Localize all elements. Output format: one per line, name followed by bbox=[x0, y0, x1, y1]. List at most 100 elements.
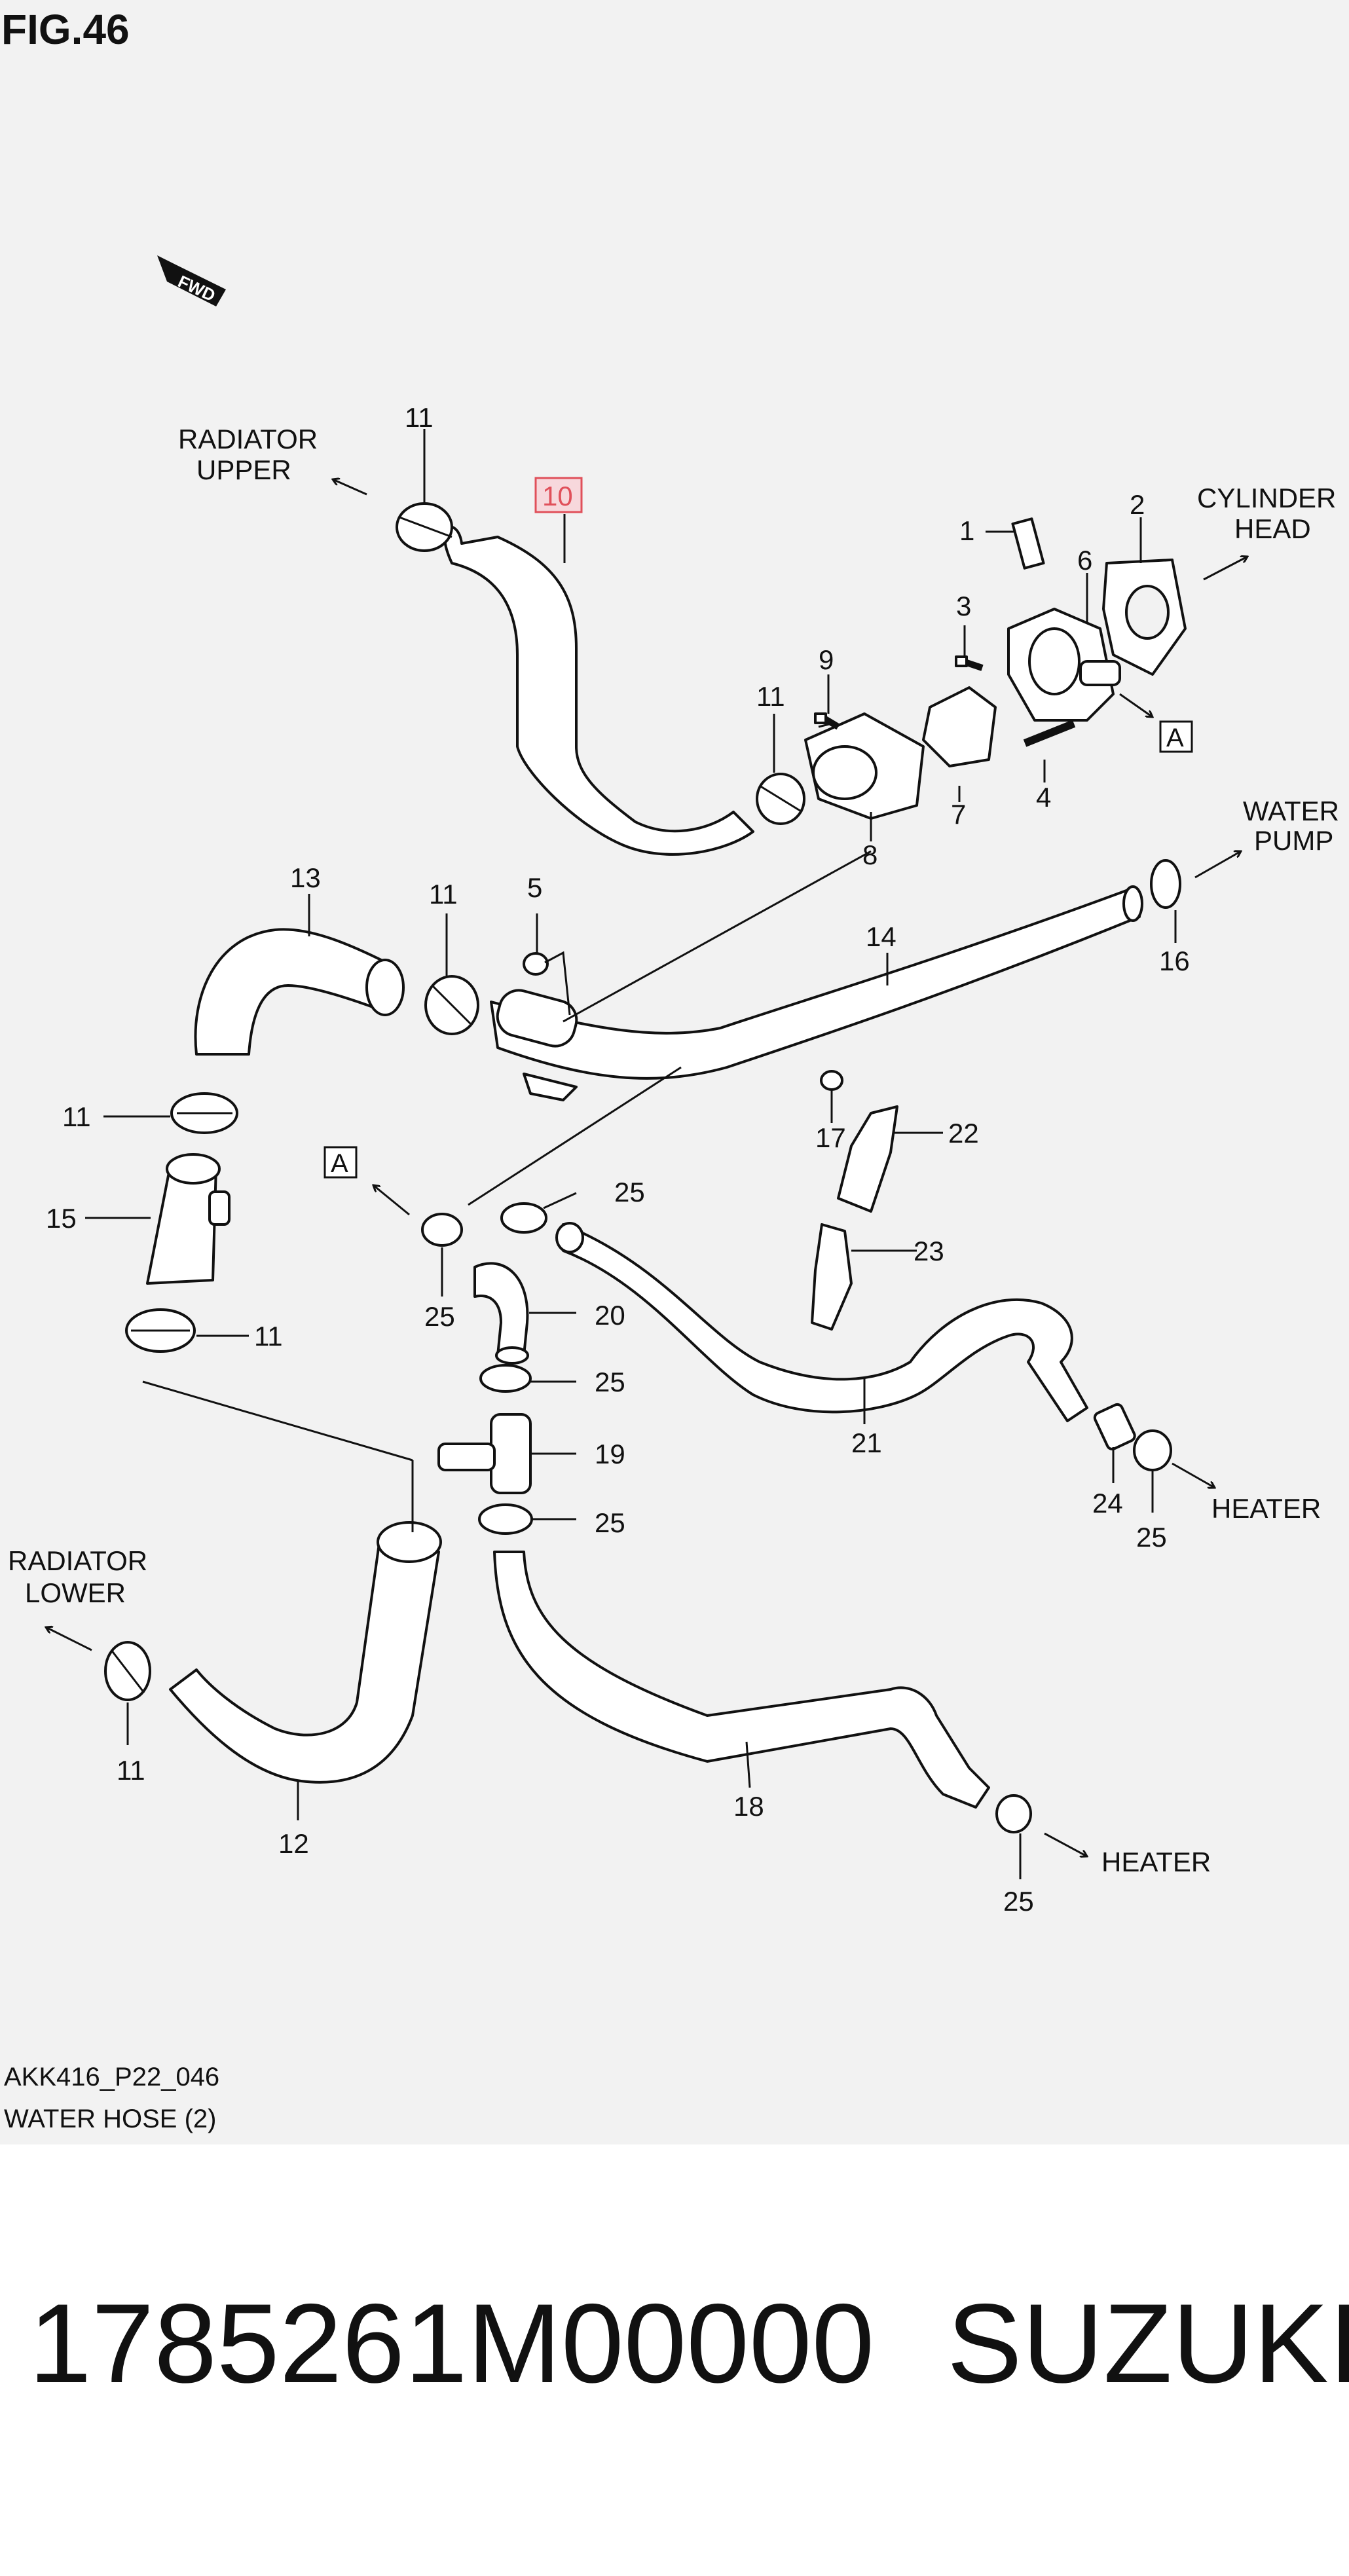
joint-19 bbox=[437, 1413, 532, 1494]
pipe-15-end bbox=[166, 1153, 221, 1185]
dest-heater-1: HEATER bbox=[1211, 1493, 1321, 1524]
upper-radiator-hose bbox=[443, 525, 754, 856]
bracket-22 bbox=[837, 1105, 898, 1213]
pipe-15-nipple bbox=[208, 1190, 231, 1226]
hose-13-end bbox=[365, 959, 405, 1016]
ref-a-2: A bbox=[331, 1149, 348, 1178]
water-pipe-14 bbox=[490, 889, 1141, 1080]
hose-21-end bbox=[555, 1222, 584, 1253]
leader-lines bbox=[85, 429, 1177, 1879]
callout-10: 10 bbox=[542, 481, 573, 511]
callout-6: 6 bbox=[1077, 545, 1092, 576]
stud-4 bbox=[1023, 720, 1076, 747]
callout-11: 11 bbox=[405, 402, 434, 433]
callout-8: 8 bbox=[862, 839, 878, 870]
ref-a-box-2 bbox=[323, 1146, 358, 1179]
clamp-11-top bbox=[396, 502, 453, 552]
callout-11: 11 bbox=[62, 1101, 91, 1132]
callout-19: 19 bbox=[595, 1439, 625, 1469]
dest-cylinder-head-2: HEAD bbox=[1234, 513, 1311, 544]
callout-10-highlight bbox=[534, 477, 583, 513]
hose-12-end bbox=[377, 1521, 442, 1563]
parts-diagram-panel: FIG.46 FWD bbox=[0, 0, 1349, 2144]
brand-name: SUZUKI bbox=[947, 2281, 1349, 2406]
clamp-25-b bbox=[500, 1202, 547, 1234]
callout-1: 1 bbox=[959, 515, 974, 546]
figure-title: FIG.46 bbox=[1, 6, 130, 53]
clamp-25-e bbox=[1133, 1429, 1172, 1471]
o-ring-16 bbox=[1150, 859, 1181, 909]
callout-25: 25 bbox=[1136, 1522, 1167, 1553]
clamp-25-c bbox=[479, 1364, 532, 1393]
callout-5: 5 bbox=[527, 872, 542, 903]
callout-18: 18 bbox=[733, 1791, 764, 1822]
pipe-15 bbox=[146, 1164, 217, 1285]
hose-20 bbox=[473, 1262, 529, 1357]
clamp-11-mid bbox=[756, 773, 805, 825]
bolt-9 bbox=[814, 712, 840, 730]
drawing-code: AKK416_P22_046 bbox=[4, 2063, 220, 2091]
callout-24: 24 bbox=[1092, 1488, 1123, 1518]
heater-hose-21 bbox=[562, 1223, 1088, 1422]
callout-13: 13 bbox=[290, 862, 321, 893]
callout-17: 17 bbox=[815, 1122, 846, 1153]
callout-14: 14 bbox=[866, 921, 896, 952]
pipe-14-inlet bbox=[496, 989, 578, 1048]
callout-23: 23 bbox=[914, 1236, 944, 1266]
callout-11: 11 bbox=[254, 1321, 283, 1352]
clamp-11-lower bbox=[104, 1641, 151, 1701]
part-number: 1785261M00000 bbox=[29, 2281, 875, 2406]
dest-water-pump-2: PUMP bbox=[1254, 825, 1333, 856]
callout-25: 25 bbox=[424, 1301, 455, 1332]
bolt-5 bbox=[523, 952, 549, 976]
callout-25: 25 bbox=[595, 1367, 625, 1397]
pipe-14-end bbox=[1122, 885, 1143, 922]
callout-7: 7 bbox=[951, 799, 966, 830]
callout-11: 11 bbox=[756, 681, 785, 712]
lower-radiator-hose-12 bbox=[169, 1537, 440, 1784]
direction-arrows bbox=[46, 479, 1247, 1856]
ref-a-1: A bbox=[1166, 724, 1184, 752]
water-hose-diagram: FWD bbox=[8, 255, 1339, 1917]
heater-hose-18 bbox=[493, 1551, 990, 1809]
callout-4: 4 bbox=[1036, 782, 1051, 813]
hose-24 bbox=[1093, 1403, 1136, 1451]
clamp-25-f bbox=[995, 1794, 1032, 1833]
hose-20-end bbox=[495, 1346, 529, 1365]
ref-a-box-1 bbox=[1159, 720, 1193, 753]
fwd-arrow-icon: FWD bbox=[157, 255, 226, 306]
callout-numbers: 11 1 2 3 6 9 11 4 7 8 13 11 5 14 16 17 2… bbox=[46, 402, 1190, 1917]
dest-radiator-upper-2: UPPER bbox=[196, 454, 291, 485]
dest-heater-2: HEATER bbox=[1101, 1847, 1211, 1877]
clamp-11-hose13 bbox=[424, 975, 479, 1035]
callout-16: 16 bbox=[1159, 946, 1190, 976]
bolt-17 bbox=[820, 1070, 843, 1091]
gasket-2-hole bbox=[1125, 585, 1170, 640]
dest-radiator-lower-1: RADIATOR bbox=[8, 1545, 147, 1576]
callout-3: 3 bbox=[956, 591, 971, 621]
clamp-11-left-2 bbox=[125, 1308, 196, 1353]
dest-radiator-upper-1: RADIATOR bbox=[178, 424, 318, 454]
callout-21: 21 bbox=[851, 1427, 882, 1458]
part-footer: 1785261M00000 SUZUKI bbox=[0, 2279, 1349, 2410]
bolt-3 bbox=[955, 655, 984, 671]
dest-water-pump-1: WATER bbox=[1243, 796, 1339, 826]
callout-12: 12 bbox=[278, 1828, 309, 1859]
dest-cylinder-head-1: CYLINDER bbox=[1197, 483, 1336, 513]
callout-11: 11 bbox=[117, 1755, 145, 1786]
clamp-25-a bbox=[421, 1213, 463, 1247]
drawing-caption: WATER HOSE (2) bbox=[4, 2105, 217, 2133]
clamp-11-left-1 bbox=[170, 1092, 238, 1134]
sensor-1 bbox=[1011, 517, 1045, 570]
outlet-6-nipple bbox=[1079, 660, 1121, 686]
cap-8-bore bbox=[812, 745, 878, 800]
bracket-23 bbox=[811, 1223, 853, 1331]
thermostat-7 bbox=[922, 686, 997, 767]
callout-2: 2 bbox=[1130, 489, 1145, 520]
pipe-14-bracket bbox=[523, 1073, 578, 1101]
callout-25: 25 bbox=[614, 1177, 645, 1207]
outlet-6-bore bbox=[1028, 627, 1081, 695]
callout-9: 9 bbox=[819, 644, 834, 675]
dest-radiator-lower-2: LOWER bbox=[25, 1577, 126, 1608]
callout-15: 15 bbox=[46, 1203, 77, 1234]
